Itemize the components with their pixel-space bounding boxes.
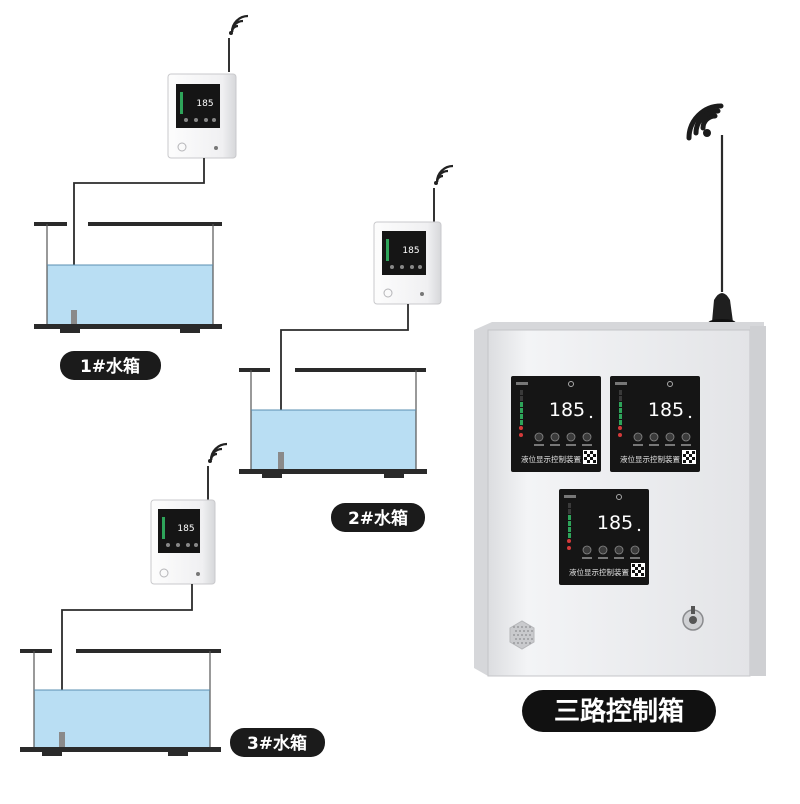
speaker-grille [509, 620, 535, 650]
cabinet-panel-1-button-3[interactable] [566, 432, 576, 442]
control-cabinet: 185 液位显示控制装置 185 液位显示控制装置 185 液位显示控制装置 [474, 103, 766, 677]
tank-1-label: 1#水箱 [60, 351, 161, 380]
qr-code-icon [631, 563, 645, 577]
tank-1 [34, 222, 222, 333]
svg-text:2#水箱: 2#水箱 [348, 508, 408, 529]
tank-2-label: 2#水箱 [331, 503, 425, 532]
cabinet-panel-3-button-4[interactable] [630, 545, 640, 555]
tank-3 [20, 649, 221, 756]
cabinet-label: 三路控制箱 [522, 690, 716, 732]
tank-1-wifi-icon [229, 14, 249, 35]
tank-2-wifi-icon [434, 164, 454, 185]
cabinet-panel-2-button-2[interactable] [649, 432, 659, 442]
svg-text:3#水箱: 3#水箱 [247, 733, 307, 754]
cabinet-panel-3-caption: 液位显示控制装置 [569, 567, 629, 577]
tank-3-wifi-icon [208, 442, 228, 463]
cabinet-panel-1-button-4[interactable] [582, 432, 592, 442]
key-lock-icon [682, 606, 704, 631]
cabinet-panel-1: 185 液位显示控制装置 [511, 376, 601, 472]
tank-3-unit-display: 185 [177, 524, 194, 534]
tank-3-controller: 185 [150, 442, 228, 585]
cabinet-panel-1-button-1[interactable] [534, 432, 544, 442]
cabinet-panel-1-caption: 液位显示控制装置 [521, 454, 581, 464]
cabinet-panel-2: 185 液位显示控制装置 [610, 376, 700, 472]
svg-text:三路控制箱: 三路控制箱 [554, 696, 684, 727]
tank-2-controller: 185 [373, 164, 454, 305]
qr-code-icon [583, 450, 597, 464]
tank-1-group: 185 1#水箱 [34, 14, 249, 380]
cabinet-panel-3-display: 185 [597, 512, 633, 534]
cabinet-wifi-icon [686, 103, 724, 141]
tank-3-group: 185 3#水箱 [20, 442, 325, 757]
tank-1-controller: 185 [167, 14, 249, 159]
tank-3-label: 3#水箱 [230, 728, 325, 757]
cabinet-panel-3-button-1[interactable] [582, 545, 592, 555]
cabinet-panel-3-button-3[interactable] [614, 545, 624, 555]
cabinet-antenna [708, 135, 736, 327]
qr-code-icon [682, 450, 696, 464]
cabinet-panel-2-display: 185 [648, 399, 684, 421]
cabinet-panel-3: 185 液位显示控制装置 [559, 489, 649, 585]
tank-1-unit-display: 185 [196, 99, 213, 109]
cabinet-panel-1-display: 185 [549, 399, 585, 421]
tank-2-group: 185 2#水箱 [239, 164, 454, 532]
tank-2-unit-display: 185 [402, 246, 419, 256]
cabinet-panel-2-button-3[interactable] [665, 432, 675, 442]
cabinet-panel-2-caption: 液位显示控制装置 [620, 454, 680, 464]
svg-text:1#水箱: 1#水箱 [80, 356, 140, 377]
cabinet-panel-2-button-1[interactable] [633, 432, 643, 442]
cabinet-panel-3-button-2[interactable] [598, 545, 608, 555]
cabinet-panel-2-button-4[interactable] [681, 432, 691, 442]
tank-2 [239, 368, 427, 478]
cabinet-panel-1-button-2[interactable] [550, 432, 560, 442]
